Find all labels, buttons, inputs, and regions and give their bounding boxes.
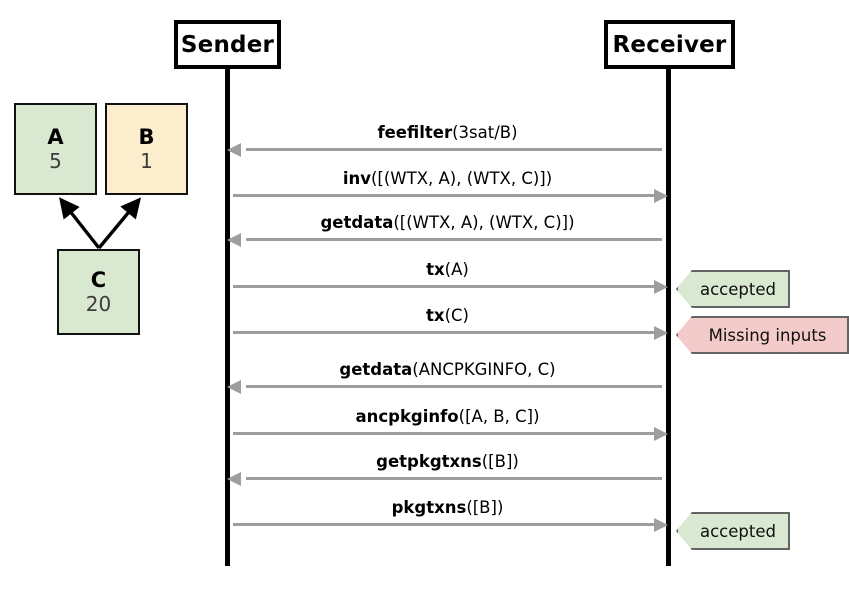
arrowhead-right-icon	[654, 426, 668, 441]
message-args-tx-a: (A)	[444, 260, 469, 279]
message-args-pkgtxns: ([B])	[466, 498, 504, 517]
transaction-c-value: 20	[85, 291, 112, 316]
transaction-a-value: 5	[49, 148, 62, 173]
arrowhead-left-icon	[227, 142, 241, 157]
dependency-arrows	[59, 197, 142, 250]
arrowhead-right-icon	[654, 279, 668, 294]
message-line-tx-a	[233, 285, 655, 288]
message-args-ancpkginfo: ([A, B, C])	[458, 407, 540, 426]
transaction-box-c: C 20	[57, 249, 140, 335]
message-command-tx-a: tx	[426, 260, 445, 279]
lifeline-sender	[225, 68, 230, 566]
dependency-arrow-c-to-b	[97, 197, 142, 250]
message-args-feefilter: (3sat/B)	[452, 123, 518, 142]
status-badge-accepted-pkgtxns: accepted	[676, 512, 790, 550]
participant-sender: Sender	[174, 20, 281, 69]
message-line-getdata-ancpkginfo	[246, 385, 662, 388]
transaction-box-a: A 5	[14, 103, 97, 195]
arrowhead-left-icon	[227, 471, 241, 486]
message-label-tx-c: tx(C)	[227, 306, 668, 325]
message-args-getdata-wtx: ([(WTX, A), (WTX, C)])	[393, 213, 575, 232]
message-args-getdata-ancpkginfo: (ANCPKGINFO, C)	[412, 360, 556, 379]
message-line-inv	[233, 194, 655, 197]
message-label-getpkgtxns: getpkgtxns([B])	[227, 452, 668, 471]
transaction-a-id: A	[47, 125, 64, 150]
lifeline-receiver	[666, 68, 671, 566]
message-command-getdata-ancpkginfo: getdata	[339, 360, 413, 379]
message-command-ancpkginfo: ancpkginfo	[355, 407, 459, 426]
message-label-ancpkginfo: ancpkginfo([A, B, C])	[227, 407, 668, 426]
message-line-ancpkginfo	[233, 432, 655, 435]
message-line-tx-c	[233, 331, 655, 334]
status-badge-accepted-tx-a: accepted	[676, 270, 790, 308]
transaction-b-id: B	[138, 125, 155, 150]
message-line-feefilter	[246, 148, 662, 151]
message-args-tx-c: (C)	[444, 306, 469, 325]
message-command-feefilter: feefilter	[377, 123, 453, 142]
participant-receiver: Receiver	[604, 20, 735, 69]
arrowhead-right-icon	[654, 325, 668, 340]
message-line-pkgtxns	[233, 523, 655, 526]
arrowhead-left-icon	[227, 232, 241, 247]
message-command-inv: inv	[342, 169, 371, 188]
message-args-getpkgtxns: ([B])	[481, 452, 519, 471]
message-label-inv: inv([(WTX, A), (WTX, C)])	[227, 169, 668, 188]
message-label-tx-a: tx(A)	[227, 260, 668, 279]
message-label-getdata-wtx: getdata([(WTX, A), (WTX, C)])	[227, 213, 668, 232]
status-badge-missing-inputs-tx-c: Missing inputs	[676, 316, 849, 354]
message-label-getdata-ancpkginfo: getdata(ANCPKGINFO, C)	[227, 360, 668, 379]
transaction-box-b: B 1	[105, 103, 188, 195]
arrowhead-right-icon	[654, 188, 668, 203]
message-command-tx-c: tx	[426, 306, 445, 325]
message-args-inv: ([(WTX, A), (WTX, C)])	[371, 169, 553, 188]
message-command-getdata-wtx: getdata	[320, 213, 394, 232]
message-line-getpkgtxns	[246, 477, 662, 480]
transaction-c-id: C	[90, 268, 107, 293]
arrowhead-right-icon	[654, 517, 668, 532]
transaction-b-value: 1	[140, 148, 153, 173]
message-label-feefilter: feefilter(3sat/B)	[227, 123, 668, 142]
message-line-getdata-wtx	[246, 238, 662, 241]
dependency-arrow-c-to-a	[59, 197, 101, 250]
message-label-pkgtxns: pkgtxns([B])	[227, 498, 668, 517]
arrowhead-left-icon	[227, 379, 241, 394]
message-command-getpkgtxns: getpkgtxns	[376, 452, 482, 471]
message-command-pkgtxns: pkgtxns	[391, 498, 467, 517]
